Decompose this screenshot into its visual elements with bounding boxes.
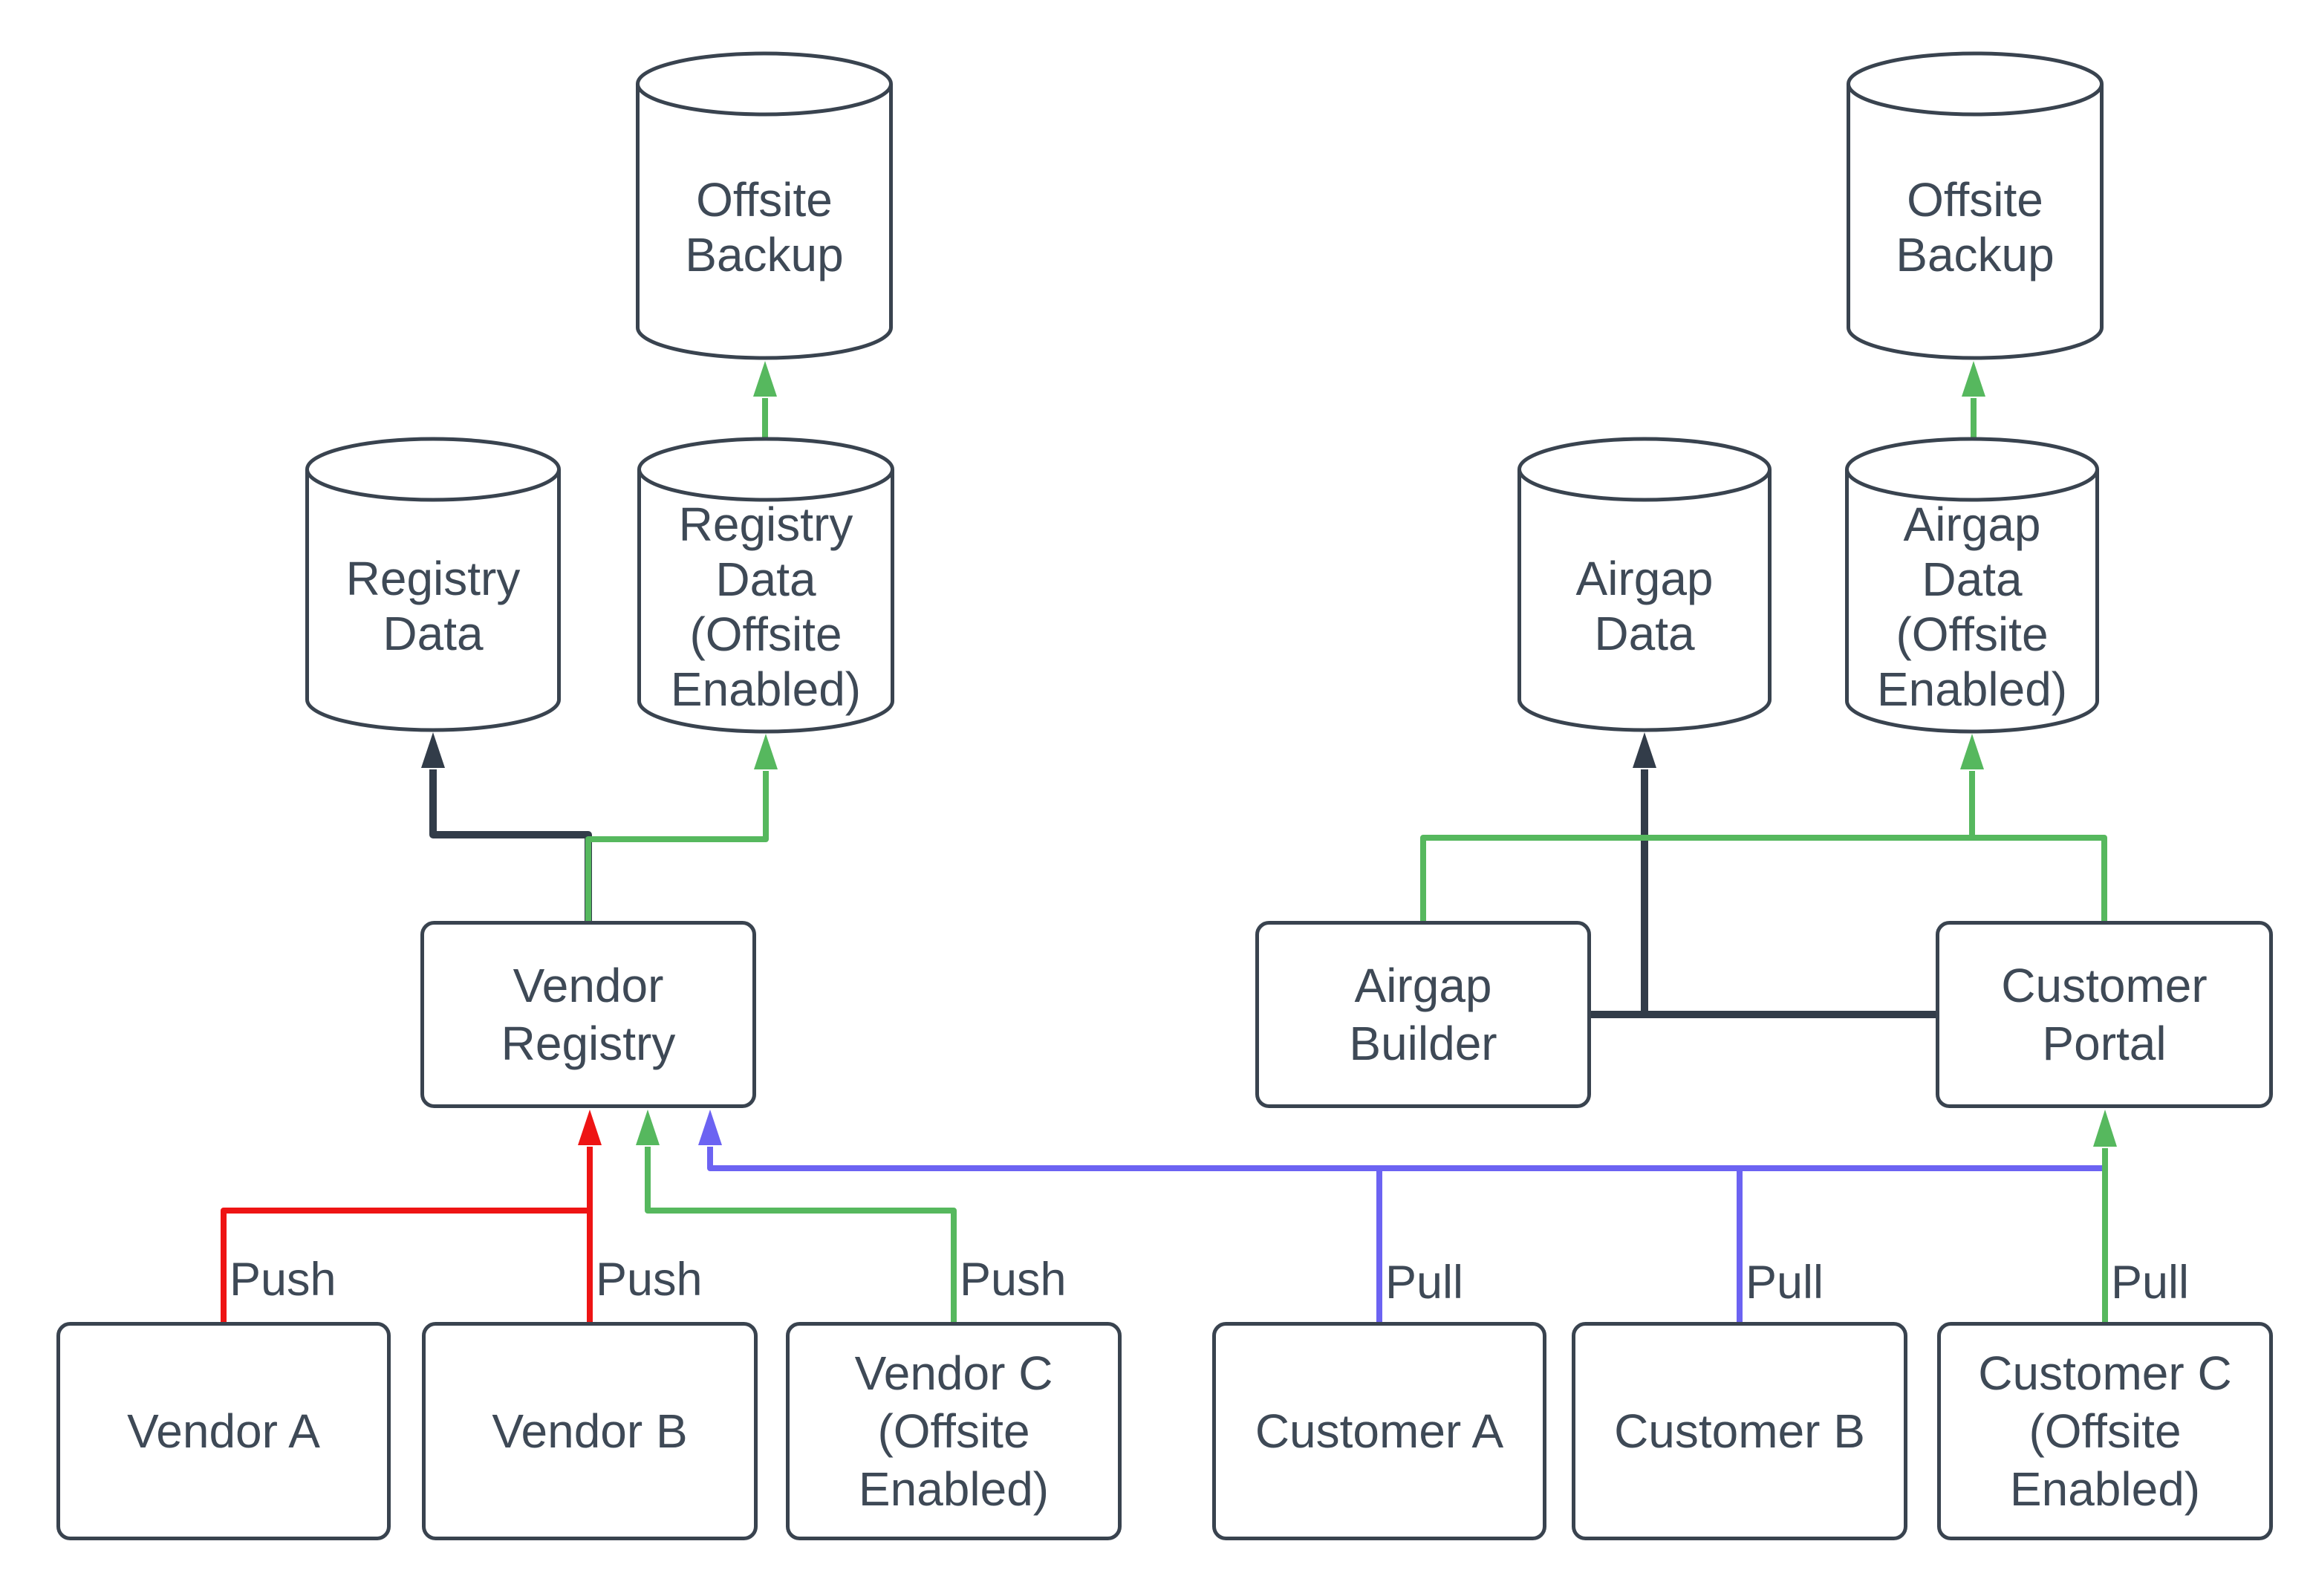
vendor-registry-label: Vendor Registry <box>501 959 676 1070</box>
node-offsite-backup-right <box>1847 51 2104 360</box>
node-customer-c <box>1937 1322 2273 1540</box>
vendor-b-label: Vendor B <box>492 1404 688 1458</box>
customer-portal-label: Customer Portal <box>2001 959 2208 1070</box>
vendor-c-label: Vendor C (Offsite Enabled) <box>854 1346 1053 1516</box>
edge-vendor-c-push <box>645 1147 957 1322</box>
edge-pull-bus-to-vendor-registry <box>707 1147 2105 1171</box>
flow-label-push-vendor-b: Push <box>596 1254 703 1306</box>
edge-airgap-builder-customer-portal-offsite-bus <box>1420 835 2107 921</box>
node-vendor-registry <box>420 921 756 1108</box>
arrowhead-pull-vendor-registry <box>698 1110 722 1145</box>
customer-c-label: Customer C (Offsite Enabled) <box>1978 1346 2232 1516</box>
flow-label-push-vendor-a: Push <box>230 1254 336 1306</box>
node-customer-a <box>1212 1322 1546 1540</box>
flow-label-pull-customer-b: Pull <box>1746 1257 1824 1309</box>
edge-vendor-registry-to-registry-data-offsite <box>585 771 769 921</box>
customer-a-label: Customer A <box>1255 1404 1504 1458</box>
node-airgap-data-offsite <box>1845 437 2099 734</box>
registry-data-offsite-label: Registry Data (Offsite Enabled) <box>670 498 862 716</box>
airgap-data-label: Airgap Data <box>1575 552 1714 660</box>
arrowhead-push-vendor-registry <box>578 1110 602 1145</box>
arrowhead-registry-data <box>421 732 445 768</box>
customer-b-label: Customer B <box>1614 1404 1865 1458</box>
arrowhead-registry-data-offsite <box>754 734 778 769</box>
edge-vendor-a-push <box>221 1208 590 1322</box>
arrowhead-airgap-data-offsite <box>1960 734 1984 769</box>
edge-vendor-registry-to-registry-data <box>429 769 592 921</box>
node-customer-b <box>1572 1322 1907 1540</box>
node-vendor-a <box>56 1322 391 1540</box>
arrowhead-pull-customer-portal <box>2093 1110 2117 1147</box>
arrowhead-push-offsite-vendor-registry <box>636 1110 660 1145</box>
airgap-data-offsite-label: Airgap Data (Offsite Enabled) <box>1876 498 2068 716</box>
node-vendor-c <box>786 1322 1122 1540</box>
node-vendor-b <box>422 1322 758 1540</box>
node-airgap-data <box>1517 437 1772 732</box>
vendor-a-label: Vendor A <box>127 1404 320 1458</box>
arrowhead-offsite-backup-left <box>753 361 777 397</box>
registry-data-label: Registry Data <box>345 552 521 660</box>
node-offsite-backup-left <box>636 51 893 360</box>
flow-label-push-vendor-c: Push <box>960 1254 1067 1306</box>
airgap-builder-label: Airgap Builder <box>1349 959 1497 1070</box>
node-registry-data-offsite <box>637 437 894 734</box>
node-customer-portal <box>1936 921 2273 1108</box>
node-registry-data <box>305 437 561 732</box>
offsite-backup-right-label: Offsite Backup <box>1896 173 2055 281</box>
flow-label-pull-customer-c: Pull <box>2111 1257 2190 1309</box>
offsite-backup-left-label: Offsite Backup <box>685 173 844 281</box>
flow-label-pull-customer-a: Pull <box>1385 1257 1464 1309</box>
arrowhead-offsite-backup-right <box>1962 361 1985 397</box>
node-airgap-builder <box>1255 921 1591 1108</box>
arrowhead-airgap-data <box>1633 732 1656 768</box>
